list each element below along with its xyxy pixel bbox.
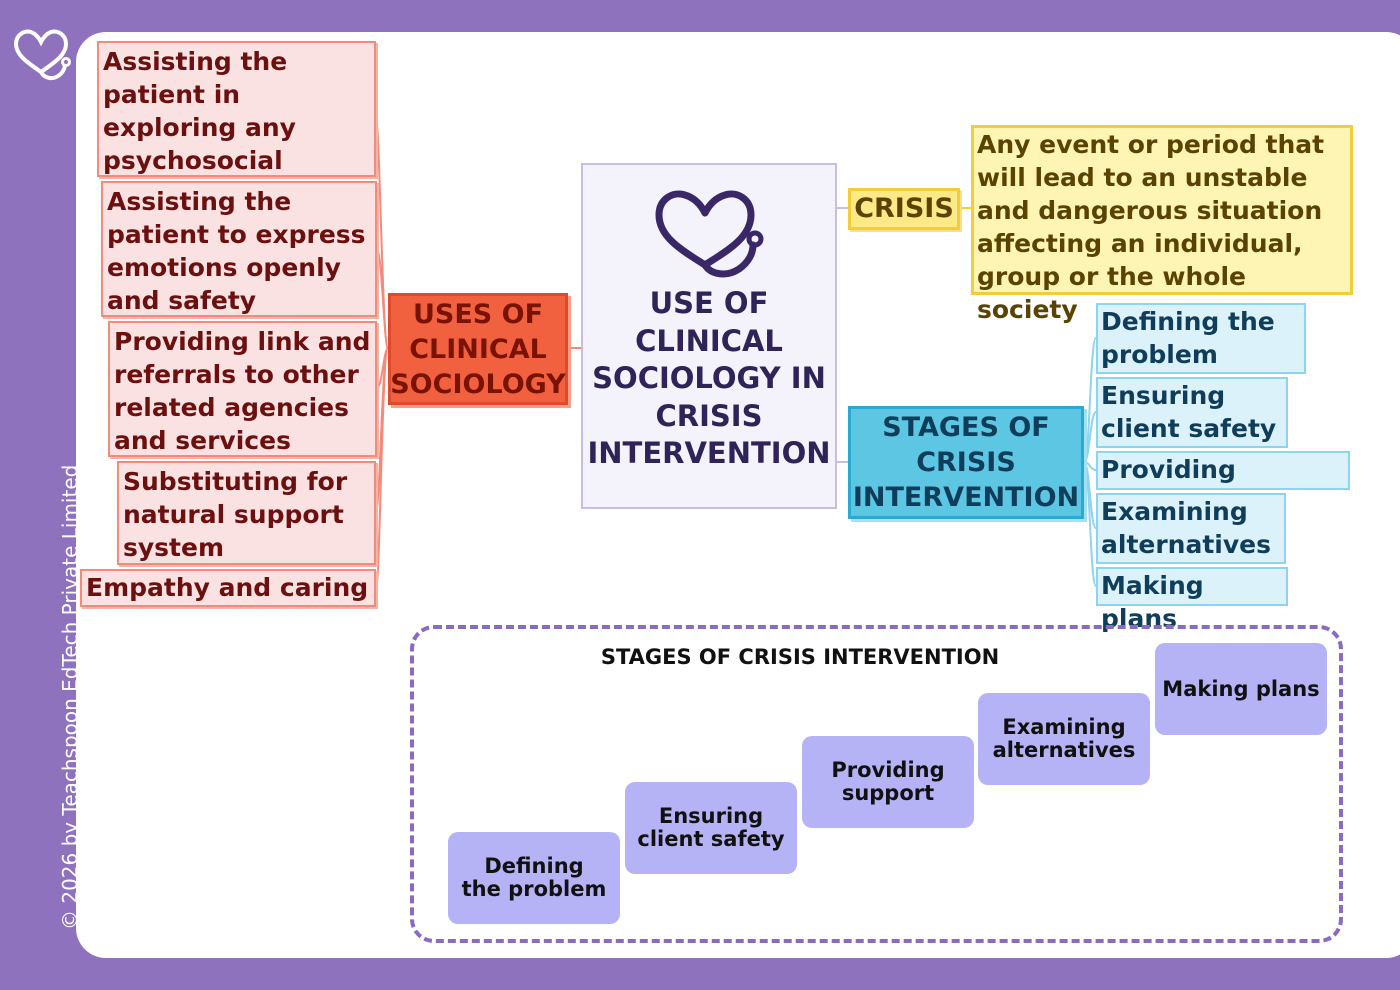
- stages-hub-line: INTERVENTION: [852, 482, 1080, 513]
- crisis-definition: Any event or period that will lead to an…: [971, 125, 1353, 324]
- uses-item-1: Assisting the patient in exploring any p…: [97, 41, 376, 208]
- staircase-frame: [410, 625, 1343, 943]
- center-title-line: SOCIOLOGY IN: [592, 361, 826, 395]
- crisis-definition-line: Any event or period that: [977, 130, 1325, 159]
- heart-stethoscope-icon: [655, 190, 764, 278]
- uses-hub: USES OF CLINICAL SOCIOLOGY: [388, 293, 568, 405]
- connector-uses-5: [375, 347, 389, 589]
- uses-item-2-line: patient to express: [107, 220, 366, 249]
- uses-item-1-line: Assisting the: [103, 47, 288, 76]
- uses-item-4-line: Substituting for: [123, 467, 348, 496]
- stages-hub-line: STAGES OF: [882, 412, 1050, 443]
- uses-item-3-line: and services: [114, 426, 291, 455]
- stages-item-1-line: Defining the: [1101, 307, 1275, 336]
- uses-item-3-line: Providing link and: [114, 327, 371, 356]
- staircase-step-2: Ensuring client safety: [625, 782, 797, 874]
- staircase-step-3: Providing support: [802, 736, 974, 828]
- uses-hub-line: SOCIOLOGY: [390, 368, 566, 400]
- connector-stages-2: [1083, 411, 1097, 463]
- staircase-step-1: Defining the problem: [448, 832, 620, 924]
- stages-item-2: Ensuring client safety: [1096, 377, 1288, 448]
- center-topic: USE OF CLINICAL SOCIOLOGY IN CRISIS INTE…: [581, 163, 837, 509]
- uses-item-3: Providing link and referrals to other re…: [108, 321, 377, 457]
- center-title-line: CLINICAL: [635, 323, 783, 358]
- uses-item-2: Assisting the patient to express emotion…: [101, 181, 377, 317]
- stages-item-4-line: Examining: [1101, 497, 1248, 526]
- stages-item-2-line: Ensuring: [1101, 381, 1226, 410]
- crisis-definition-line: affecting an individual,: [977, 229, 1303, 258]
- uses-hub-line: USES OF: [412, 298, 544, 330]
- uses-item-4-line: natural support: [123, 500, 344, 529]
- uses-item-1-line: patient in: [103, 80, 241, 109]
- crisis-node: CRISIS: [848, 188, 960, 230]
- stages-item-2-line: client safety: [1101, 414, 1277, 443]
- crisis-definition-line: group or the whole society: [977, 262, 1247, 324]
- stages-item-4-line: alternatives: [1101, 530, 1271, 559]
- center-title-line: USE OF: [649, 286, 769, 320]
- center-title-line: INTERVENTION: [587, 436, 831, 470]
- staircase-step-4: Examining alternatives: [978, 693, 1150, 785]
- crisis-definition-line: will lead to an unstable: [977, 163, 1308, 192]
- uses-item-5-line: Empathy and caring: [86, 573, 369, 602]
- uses-item-4-line: system: [123, 533, 225, 562]
- connector-uses-2: [376, 249, 389, 349]
- uses-item-4: Substituting for natural support system: [117, 461, 376, 565]
- stages-item-1: Defining the problem: [1096, 303, 1306, 374]
- stages-item-1-line: problem: [1101, 340, 1218, 369]
- stages-hub: STAGES OF CRISIS INTERVENTION: [848, 406, 1084, 519]
- stages-hub-line: CRISIS: [916, 447, 1016, 478]
- uses-item-2-line: and safety: [107, 286, 257, 315]
- staircase-step-5: Making plans: [1155, 643, 1327, 735]
- uses-item-2-line: emotions openly: [107, 253, 341, 282]
- stages-item-4: Examining alternatives: [1096, 493, 1286, 564]
- uses-item-2-line: Assisting the: [107, 187, 292, 216]
- connector-stages-5: [1083, 461, 1097, 587]
- uses-item-5: Empathy and caring: [80, 569, 376, 607]
- staircase-title: STAGES OF CRISIS INTERVENTION: [600, 645, 1000, 669]
- heart-stethoscope-logo-icon: [13, 29, 71, 81]
- uses-item-3-line: related agencies: [114, 393, 349, 422]
- center-title-line: CRISIS: [655, 398, 763, 433]
- crisis-definition-line: and dangerous situation: [977, 196, 1323, 225]
- uses-item-1-line: exploring any: [103, 113, 296, 142]
- uses-hub-line: CLINICAL: [409, 333, 547, 365]
- stages-item-5: Making plans: [1096, 567, 1288, 633]
- stages-item-3: Providing support: [1096, 451, 1350, 517]
- uses-item-3-line: referrals to other: [114, 360, 359, 389]
